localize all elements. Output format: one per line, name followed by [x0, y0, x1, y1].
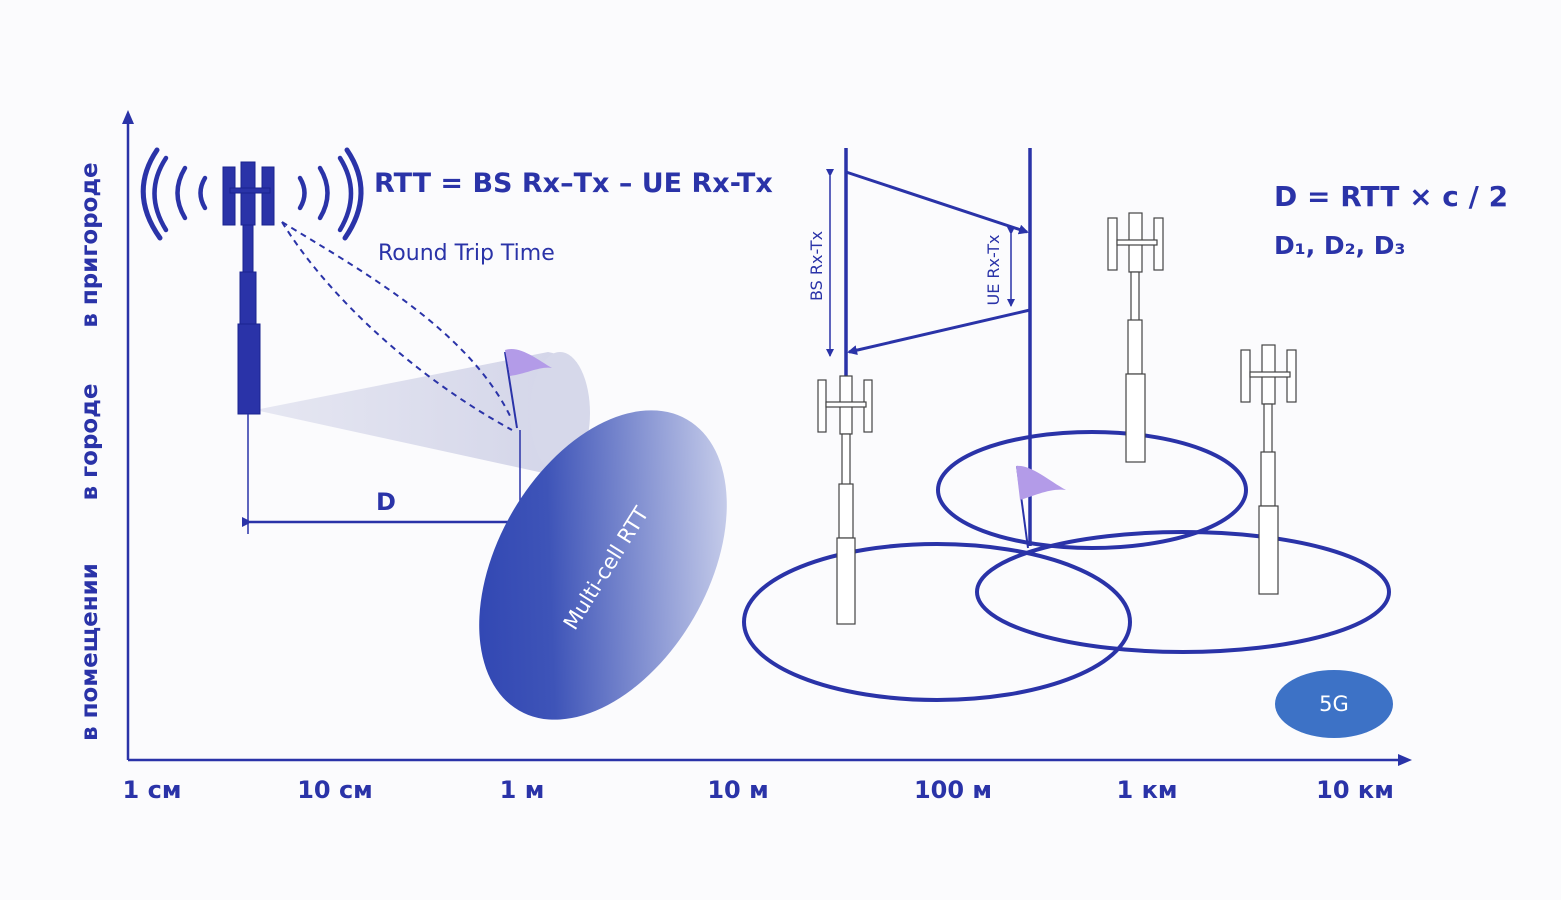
x-tick-10cm: 10 см — [297, 776, 373, 804]
distance-formula: D = RTT × c / 2 — [1274, 180, 1508, 213]
trilateration-circles — [742, 430, 1391, 702]
ue-rxtx-label: UE Rx-Tx — [984, 234, 1003, 305]
x-tick-1cm: 1 см — [123, 776, 182, 804]
downlink-signal — [845, 170, 1029, 235]
y-band-labels: в помещении в городе в пригороде — [77, 162, 103, 741]
x-tick-10m: 10 м — [707, 776, 768, 804]
x-tick-100m: 100 м — [914, 776, 992, 804]
range-circle-1 — [742, 542, 1132, 702]
ue-flag-icon — [504, 349, 552, 429]
x-tick-10km: 10 км — [1316, 776, 1394, 804]
x-axis-arrow — [1398, 754, 1412, 766]
cell-tower-outline-2 — [1107, 212, 1164, 463]
y-band-indoor: в помещении — [77, 563, 103, 741]
y-band-urban: в городе — [77, 384, 103, 501]
bs-rxtx-label: BS Rx-Tx — [807, 231, 826, 301]
radio-waves-icon — [140, 147, 364, 241]
distance-set: D₁, D₂, D₃ — [1274, 231, 1406, 260]
round-trip-path-back — [281, 221, 513, 431]
y-axis-arrow — [122, 110, 134, 124]
rtt-caption: Round Trip Time — [378, 241, 555, 266]
cell-tower-outline-3 — [1240, 344, 1297, 595]
range-circle-3 — [975, 530, 1391, 654]
multicell-rtt-oval: Multi-cell RTT — [479, 410, 727, 720]
range-circle-2 — [936, 430, 1248, 550]
x-tick-1km: 1 км — [1117, 776, 1178, 804]
ue-position-flag-icon — [1016, 465, 1066, 549]
rtt-formula: RTT = BS Rx–Tx – UE Rx-Tx — [374, 168, 773, 199]
axes — [122, 110, 1412, 766]
x-tick-labels: 1 см 10 см 1 м 10 м 100 м 1 км 10 км — [123, 776, 1394, 804]
y-band-suburban: в пригороде — [77, 162, 103, 327]
cell-tower-filled-icon — [222, 161, 275, 415]
round-trip-path-out — [281, 221, 513, 421]
5g-badge: 5G — [1275, 670, 1393, 738]
5g-badge-label: 5G — [1319, 692, 1349, 716]
cell-tower-outline-1 — [817, 375, 873, 625]
uplink-signal — [847, 308, 1031, 356]
x-tick-1m: 1 м — [500, 776, 545, 804]
beam-cone — [255, 352, 587, 474]
distance-label: D — [376, 488, 396, 516]
